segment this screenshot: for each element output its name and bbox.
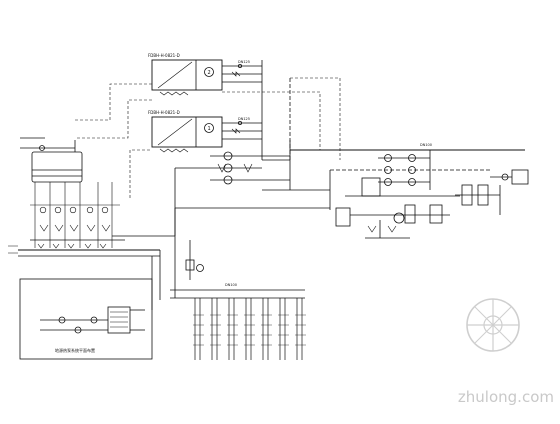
unit-a-label: FDBH-H-0821-D — [148, 53, 180, 58]
bottom-plant-label: 地源热泵系统平面布置 — [55, 347, 95, 353]
branch-label-1: DN125 — [238, 60, 250, 64]
branch-label-4: DN100 — [225, 283, 237, 287]
right-heater — [455, 169, 529, 215]
heat-pump-unit-b: FDBH-H-0821-D 1 — [148, 110, 223, 153]
unit-a-marker: 2 — [208, 70, 211, 76]
heat-pump-unit-a: FDBH-H-0821-D 2 — [148, 53, 223, 96]
middle-right-equipment — [335, 177, 460, 239]
left-tags — [8, 245, 18, 254]
right-pump-group — [378, 150, 431, 190]
unit-b-label: FDBH-H-0821-D — [148, 110, 180, 115]
branch-label-3: DN100 — [420, 143, 432, 147]
unit-b-marker: 1 — [208, 126, 211, 132]
central-pumps — [175, 140, 330, 191]
ground-loop-field: DN100 — [193, 283, 306, 360]
field-supply-line — [170, 207, 330, 299]
zhulong-logo — [466, 298, 520, 352]
branch-label-2: DN125 — [238, 117, 250, 121]
unit-valve-piping: DN125 DN125 — [222, 60, 291, 161]
main-header-pipes — [18, 168, 176, 310]
right-mains: DN100 — [290, 143, 525, 210]
control-wiring — [75, 77, 341, 200]
watermark-text: zhulong.com — [457, 388, 554, 406]
water-tank — [20, 137, 83, 183]
bottom-plant-box: 地源热泵系统平面布置 — [19, 278, 153, 360]
pump-group-left — [30, 182, 125, 249]
